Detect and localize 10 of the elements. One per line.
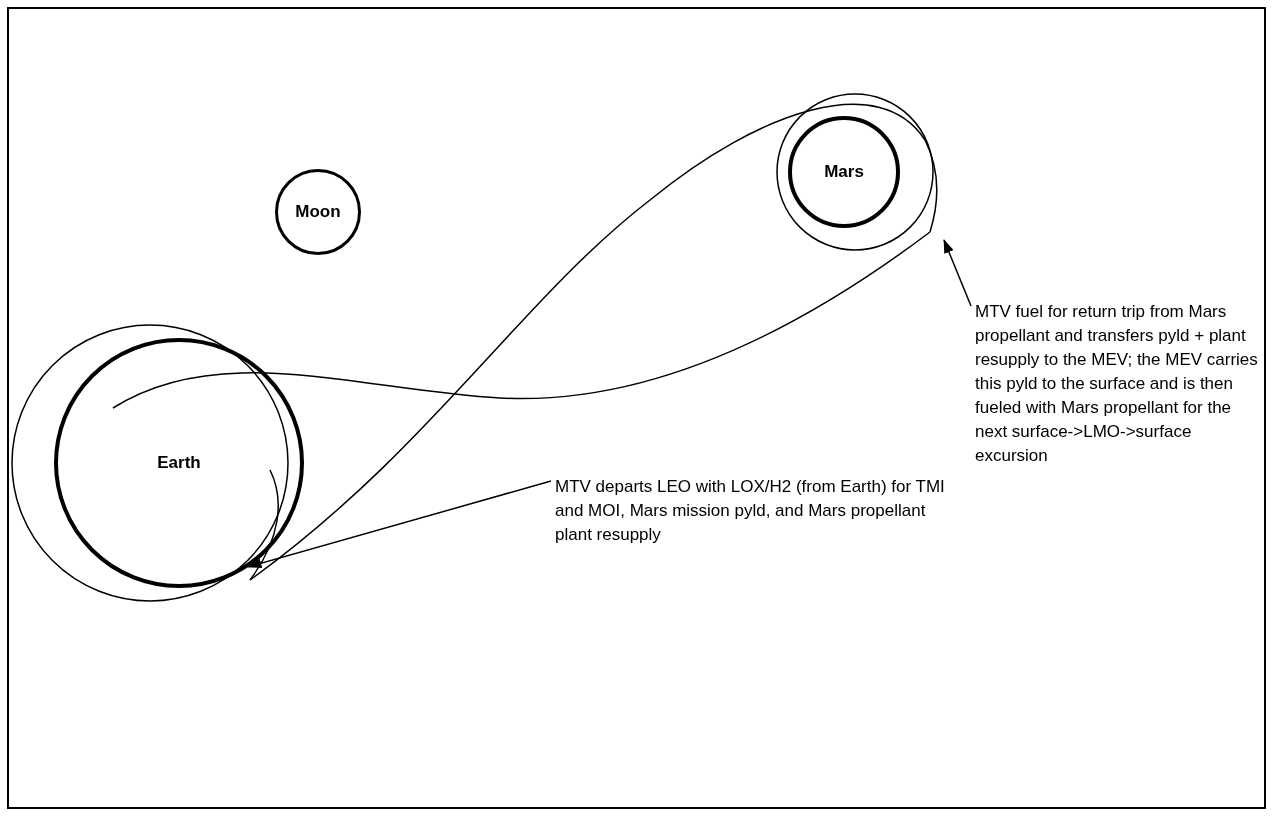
planet-label: Moon xyxy=(295,202,341,222)
planet-circle xyxy=(54,338,304,588)
planet-circle xyxy=(788,116,900,228)
planet-label: Mars xyxy=(824,162,864,182)
annotation-text: MTV fuel for return trip from Mars propellant and transfers pyld + plant resupply to the MEV; the MEV carries this pyld to the surface and is then fueled with Mars propellant for the next surface->LMO->surface excursion xyxy=(975,300,1260,468)
planet-circle xyxy=(275,169,361,255)
planet-label: Earth xyxy=(157,453,201,473)
arrow xyxy=(247,480,552,569)
annotation-text: MTV departs LEO with LOX/H2 (from Earth) for TMI and MOI, Mars mission pyld, and Mars propellant plant resupply xyxy=(555,475,945,547)
leader-arrow xyxy=(943,239,972,307)
